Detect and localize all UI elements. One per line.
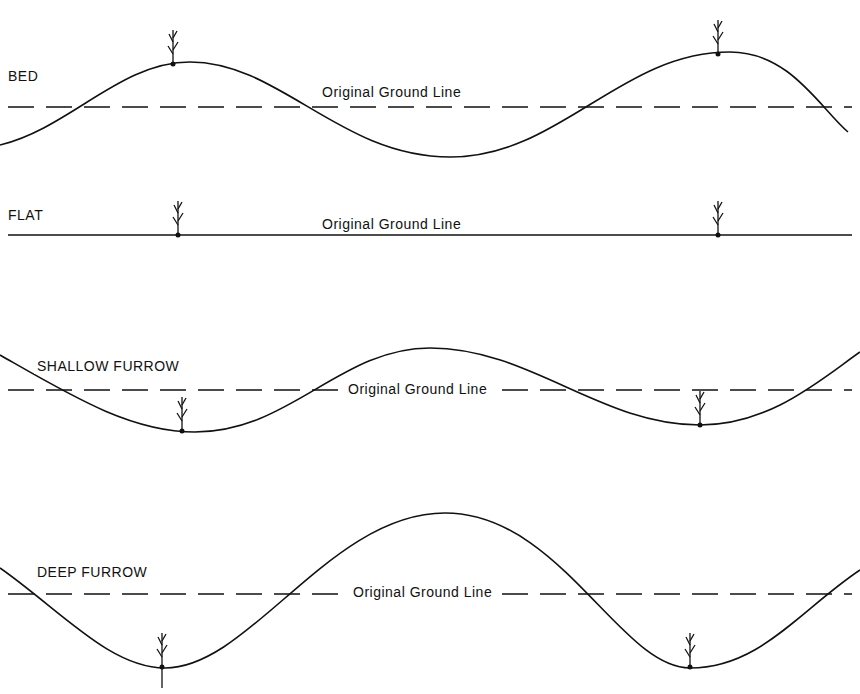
soil-profile [0, 52, 848, 157]
root [161, 667, 162, 688]
soil-profile [0, 348, 860, 432]
seedling [168, 30, 178, 67]
seedling [713, 201, 723, 238]
seedling [713, 20, 723, 57]
soil-profile [0, 513, 860, 668]
seedling [695, 391, 705, 428]
seedling [173, 201, 183, 238]
ground-line [8, 106, 852, 108]
profile-title: BED [5, 68, 41, 84]
seedling [157, 633, 167, 670]
ground-line-label: Original Ground Line [319, 216, 464, 232]
profile-title: DEEP FURROW [34, 564, 150, 580]
seedling [685, 633, 695, 670]
profile-title: FLAT [5, 207, 46, 223]
ground-line [8, 234, 852, 236]
profile-title: SHALLOW FURROW [34, 358, 182, 374]
ground-line-label: Original Ground Line [345, 381, 490, 397]
ground-line-label: Original Ground Line [350, 584, 495, 600]
seedling [177, 397, 187, 434]
ground-line-label: Original Ground Line [319, 84, 464, 100]
